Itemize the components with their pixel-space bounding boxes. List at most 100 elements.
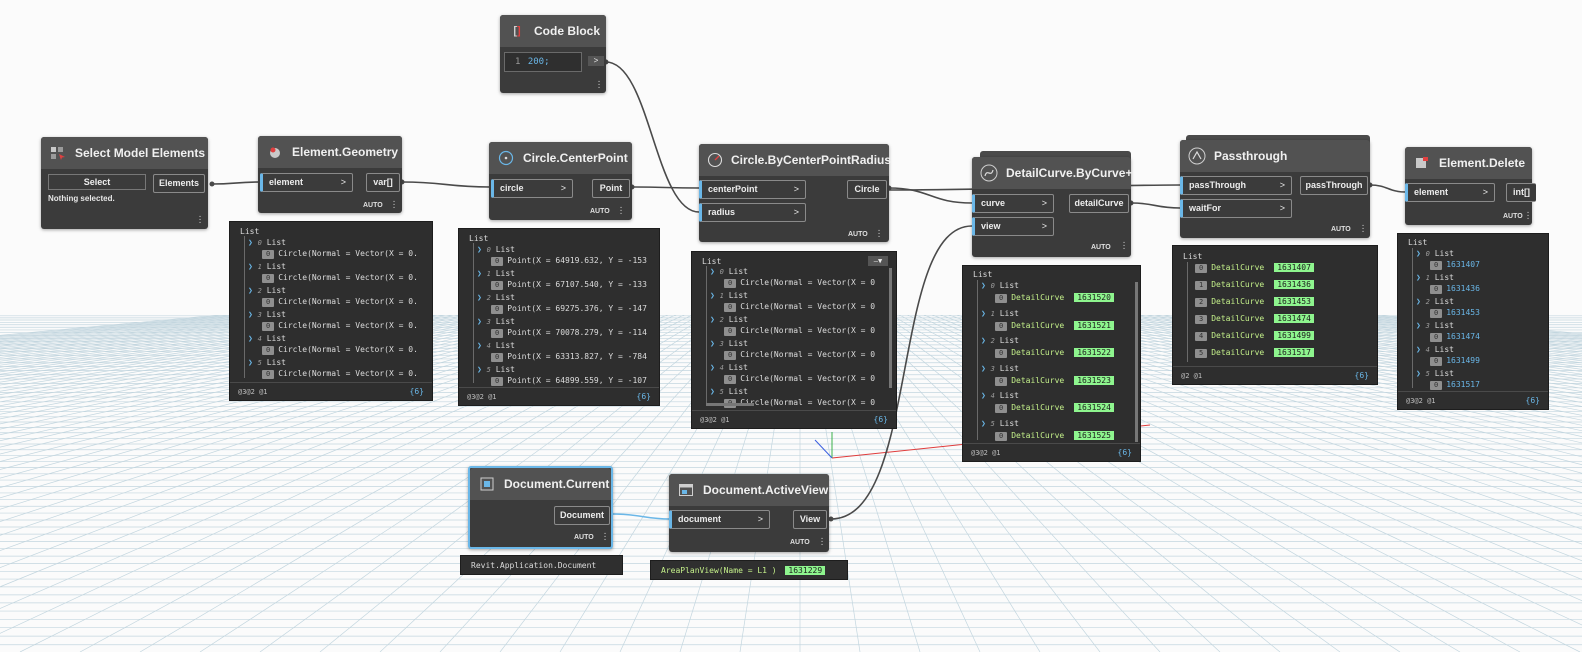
vertical-scrollbar[interactable] bbox=[889, 268, 892, 388]
list-item[interactable]: ❯ 5 List bbox=[981, 419, 1019, 428]
wire-view-to-view[interactable] bbox=[830, 225, 973, 520]
more-icon[interactable]: ··· bbox=[820, 533, 824, 550]
input-port-radius[interactable]: radius> bbox=[699, 203, 806, 222]
list-item[interactable]: ❯ 5 List bbox=[248, 358, 286, 367]
list-item[interactable]: ❯ 4 List bbox=[710, 363, 748, 372]
horizontal-scrollbar[interactable] bbox=[706, 403, 754, 406]
wire-document-to-document[interactable] bbox=[611, 513, 671, 520]
list-item[interactable]: ❯ 3 List bbox=[1416, 321, 1454, 330]
node-select-model-elements[interactable]: Select Model Elements Select Elements No… bbox=[41, 137, 208, 229]
node-header[interactable]: Document.Current bbox=[470, 468, 611, 500]
input-port-centerpoint[interactable]: centerPoint> bbox=[699, 180, 806, 199]
node-header[interactable]: Circle.CenterPoint bbox=[489, 142, 632, 174]
output-port-circle[interactable]: Circle bbox=[847, 180, 887, 199]
output-port-passthrough[interactable]: passThrough bbox=[1300, 176, 1368, 195]
list-item[interactable]: ❯ 2 List bbox=[981, 336, 1019, 345]
list-levels[interactable]: @3@2 @1 bbox=[700, 416, 730, 424]
wire-codeblock-to-radius[interactable] bbox=[605, 61, 700, 213]
wire-detailcurve-to-waitfor[interactable] bbox=[1130, 202, 1181, 209]
more-icon[interactable]: ··· bbox=[603, 528, 607, 545]
list-item[interactable]: ❯ 1 List bbox=[981, 309, 1019, 318]
node-header[interactable]: Select Model Elements bbox=[41, 137, 208, 169]
output-port-int[interactable]: int[] bbox=[1506, 183, 1536, 202]
node-detailcurve-bycurve[interactable]: DetailCurve.ByCurve+ curve> view> detail… bbox=[972, 157, 1132, 257]
node-header[interactable]: Element.Delete bbox=[1405, 147, 1532, 179]
more-icon[interactable]: ··· bbox=[597, 76, 601, 93]
list-item[interactable]: ❯ 3 List bbox=[981, 364, 1019, 373]
output-port-detailcurve[interactable]: detailCurve bbox=[1069, 194, 1129, 213]
list-item[interactable]: ❯ 0 List bbox=[981, 281, 1019, 290]
list-item[interactable]: ❯ 0 List bbox=[1416, 249, 1454, 258]
vertical-scrollbar[interactable] bbox=[1135, 282, 1138, 442]
code-editor[interactable]: 1 200; bbox=[504, 52, 582, 72]
more-icon[interactable]: ··· bbox=[877, 225, 881, 242]
lacing-label[interactable]: AUTO bbox=[1331, 226, 1351, 233]
output-port[interactable]: > bbox=[588, 56, 604, 66]
node-circle-centerpoint[interactable]: Circle.CenterPoint circle> Point AUTO ··… bbox=[489, 142, 632, 220]
list-levels[interactable]: @2 @1 bbox=[1181, 372, 1203, 380]
list-item[interactable]: ❯ 5 List bbox=[710, 387, 748, 396]
list-levels[interactable]: @3@2 @1 bbox=[467, 393, 497, 401]
output-port-var[interactable]: var[] bbox=[366, 173, 400, 192]
output-port-document[interactable]: Document bbox=[554, 506, 610, 525]
select-button[interactable]: Select bbox=[48, 174, 146, 190]
list-item[interactable]: ❯ 1 List bbox=[1416, 273, 1454, 282]
list-item[interactable]: ❯ 4 List bbox=[981, 391, 1019, 400]
node-header[interactable]: Circle.ByCenterPointRadius bbox=[699, 144, 891, 176]
wire-elements-to-element[interactable] bbox=[211, 181, 261, 185]
list-item[interactable]: ❯ 4 List bbox=[248, 334, 286, 343]
more-icon[interactable]: ··· bbox=[619, 202, 623, 219]
node-header[interactable]: Document.ActiveView bbox=[669, 474, 829, 506]
list-item[interactable]: ❯ 2 List bbox=[477, 293, 515, 302]
lacing-label[interactable]: AUTO bbox=[574, 534, 594, 541]
input-port-waitfor[interactable]: waitFor> bbox=[1180, 199, 1292, 218]
wire-point-to-centerpoint[interactable] bbox=[631, 186, 700, 189]
wire-circle-to-curve[interactable] bbox=[888, 187, 973, 204]
input-port-view[interactable]: view> bbox=[972, 217, 1054, 236]
list-item[interactable]: ❯ 2 List bbox=[248, 286, 286, 295]
node-header[interactable]: Passthrough bbox=[1180, 140, 1370, 172]
lacing-label[interactable]: AUTO bbox=[590, 208, 610, 215]
more-icon[interactable]: ··· bbox=[198, 211, 202, 228]
code-text[interactable]: 200; bbox=[527, 57, 550, 67]
list-item[interactable]: ❯ 1 List bbox=[710, 291, 748, 300]
list-item[interactable]: ❯ 4 List bbox=[477, 341, 515, 350]
input-port-curve[interactable]: curve> bbox=[972, 194, 1054, 213]
lacing-label[interactable]: AUTO bbox=[848, 231, 868, 238]
list-item[interactable]: ❯ 3 List bbox=[477, 317, 515, 326]
list-item[interactable]: ❯ 5 List bbox=[477, 365, 515, 374]
pin-icon[interactable]: –▼ bbox=[868, 256, 888, 266]
more-icon[interactable]: ··· bbox=[1122, 237, 1126, 254]
list-item[interactable]: ❯ 0 List bbox=[477, 245, 515, 254]
node-document-activeview[interactable]: Document.ActiveView document> View AUTO … bbox=[669, 474, 829, 552]
output-port-point[interactable]: Point bbox=[592, 179, 630, 198]
input-port-circle[interactable]: circle> bbox=[491, 179, 573, 198]
node-code-block[interactable]: [] Code Block 1 200; > ··· bbox=[500, 15, 606, 93]
list-levels[interactable]: @3@2 @1 bbox=[1406, 397, 1436, 405]
node-header[interactable]: Element.Geometry bbox=[258, 136, 402, 168]
output-port-view[interactable]: View bbox=[793, 510, 827, 529]
input-port-element[interactable]: element> bbox=[1405, 183, 1495, 202]
list-item[interactable]: ❯ 5 List bbox=[1416, 369, 1454, 378]
list-levels[interactable]: @3@2 @1 bbox=[238, 388, 268, 396]
list-item[interactable]: ❯ 0 List bbox=[248, 238, 286, 247]
node-element-geometry[interactable]: Element.Geometry element> var[] AUTO ··· bbox=[258, 136, 402, 213]
node-document-current[interactable]: Document.Current Document AUTO ··· bbox=[468, 466, 613, 549]
list-item[interactable]: ❯ 1 List bbox=[248, 262, 286, 271]
list-item[interactable]: ❯ 0 List bbox=[710, 267, 748, 276]
node-element-delete[interactable]: Element.Delete element> int[] AUTO ··· bbox=[1405, 147, 1536, 225]
node-header[interactable]: [] Code Block bbox=[500, 15, 606, 47]
lacing-label[interactable]: AUTO bbox=[1091, 244, 1111, 251]
more-icon[interactable]: ··· bbox=[392, 196, 396, 213]
node-header[interactable]: DetailCurve.ByCurve+ bbox=[972, 157, 1132, 189]
